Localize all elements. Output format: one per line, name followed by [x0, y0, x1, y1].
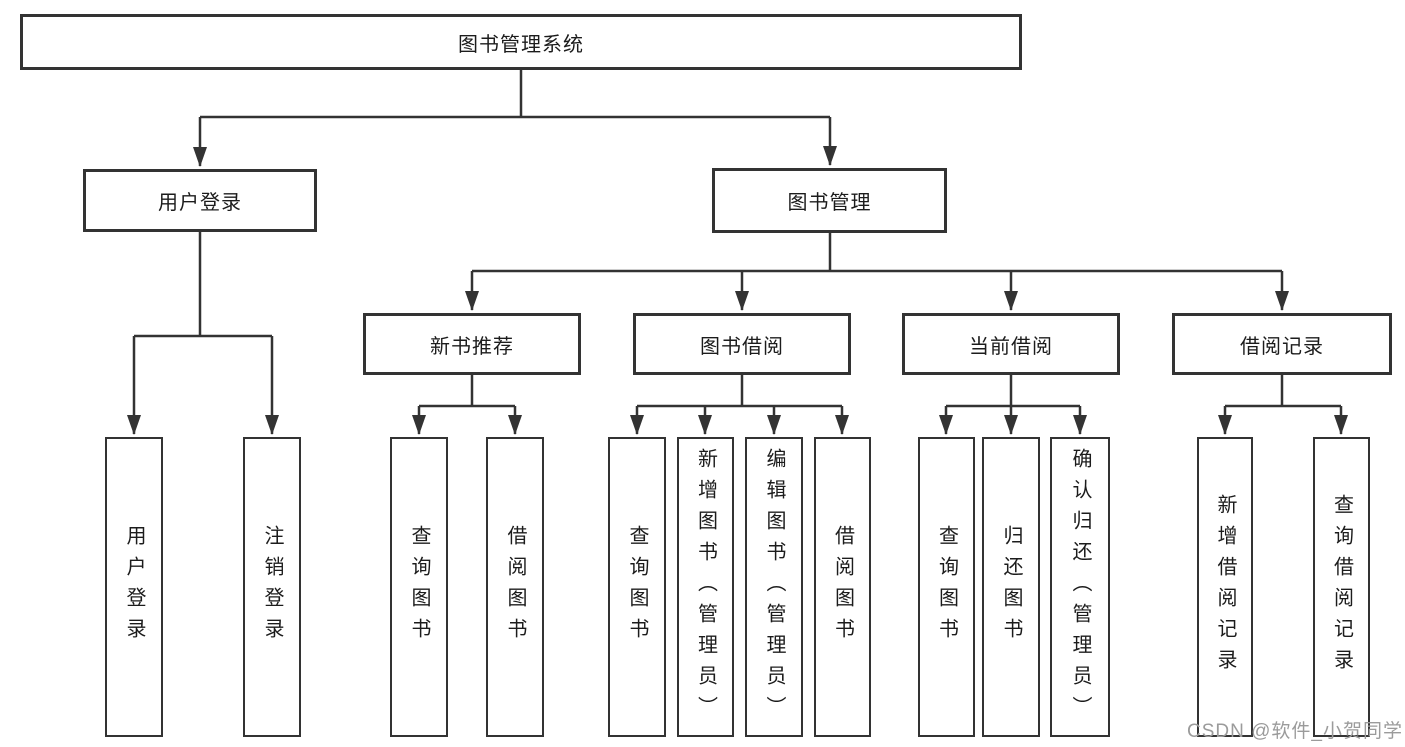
leaf-borrow-books-recommend: 借阅图书 — [486, 437, 544, 737]
leaf-edit-book-admin: 编辑图书（管理员） — [745, 437, 803, 737]
node-new-book-recommend: 新书推荐 — [363, 313, 581, 375]
node-user-login: 用户登录 — [83, 169, 317, 232]
node-current-borrow: 当前借阅 — [902, 313, 1120, 375]
node-book-management: 图书管理 — [712, 168, 947, 233]
leaf-query-books-recommend: 查询图书 — [390, 437, 448, 737]
leaf-logout: 注销登录 — [243, 437, 301, 737]
node-book-borrow: 图书借阅 — [633, 313, 851, 375]
node-borrow-records: 借阅记录 — [1172, 313, 1392, 375]
node-root: 图书管理系统 — [20, 14, 1022, 70]
leaf-confirm-return-admin: 确认归还（管理员） — [1050, 437, 1110, 737]
leaf-add-book-admin: 新增图书（管理员） — [677, 437, 734, 737]
leaf-return-books: 归还图书 — [982, 437, 1040, 737]
leaf-query-books-current: 查询图书 — [918, 437, 975, 737]
leaf-user-login: 用户登录 — [105, 437, 163, 737]
leaf-borrow-books-borrow: 借阅图书 — [814, 437, 871, 737]
leaf-query-borrow-record: 查询借阅记录 — [1313, 437, 1370, 737]
leaf-add-borrow-record: 新增借阅记录 — [1197, 437, 1253, 737]
leaf-query-books-borrow: 查询图书 — [608, 437, 666, 737]
csdn-watermark: CSDN @软件_小贺同学 — [1187, 721, 1403, 742]
